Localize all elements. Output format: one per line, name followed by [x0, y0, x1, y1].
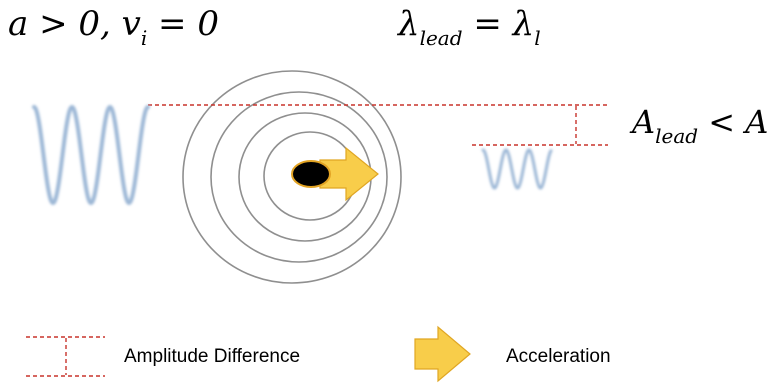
wavefront-ring	[182, 70, 402, 284]
wavelength-rhs-subscript: l	[534, 26, 541, 50]
condition-rhs: = 0	[147, 4, 219, 44]
condition-subscript: i	[140, 26, 148, 50]
condition-equation: a > 0, vi = 0	[8, 4, 219, 50]
legend-amplitude-label: Amplitude Difference	[124, 346, 301, 367]
wavelength-equation: λlead = λl	[398, 4, 541, 50]
acceleration-arrow	[319, 146, 379, 202]
leading-wave	[481, 148, 553, 190]
amplitude-lhs-subscript: lead	[655, 124, 699, 148]
legend-amplitude-symbol	[26, 336, 105, 377]
trailing-wave	[32, 104, 150, 206]
amplitude-guides	[148, 104, 608, 146]
amplitude-lhs: A	[632, 103, 656, 141]
wavelength-lhs-subscript: lead	[419, 26, 463, 50]
wave-source	[291, 160, 331, 188]
legend-acceleration-label: Acceleration	[506, 346, 611, 367]
amplitude-lt: < A	[698, 103, 769, 141]
amplitude-equation: Alead < Al	[632, 103, 769, 148]
wavefront-ring	[210, 91, 388, 263]
condition-text: a > 0, v	[8, 4, 141, 44]
wavelength-lhs: λ	[398, 4, 420, 44]
wavelength-eq: = λ	[462, 4, 535, 44]
legend-arrow-symbol	[414, 325, 471, 383]
